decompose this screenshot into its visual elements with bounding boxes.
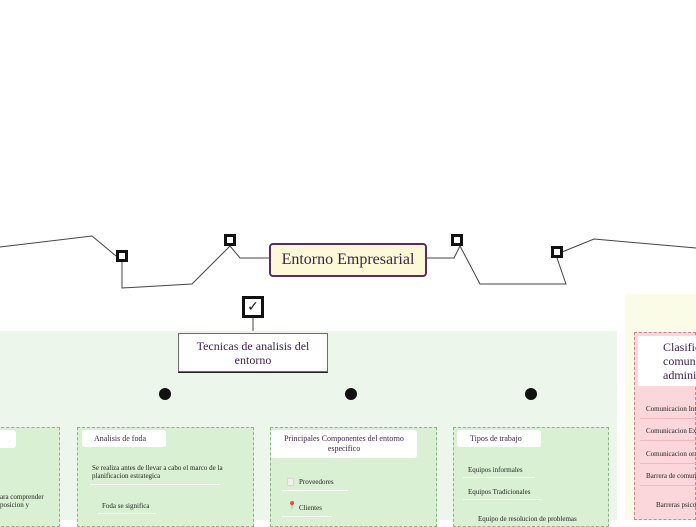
- proveedores-underline: [282, 490, 348, 491]
- clasificacion-title[interactable]: Clasificacion comunicacion administrativ…: [638, 336, 696, 386]
- right-divider-2: [640, 440, 696, 441]
- root-topic-node[interactable]: Entorno Empresarial: [269, 243, 427, 277]
- column-tipos-trabajo-title[interactable]: Tipos de trabajo: [457, 430, 541, 447]
- main-topic-title: Tecnicas de analisis del entorno: [196, 338, 310, 367]
- right-item-barrera[interactable]: Barrera de comunicacion: [646, 472, 696, 480]
- check-icon[interactable]: ✓: [242, 296, 264, 318]
- componentes-item-clientes[interactable]: Clientes: [299, 504, 322, 512]
- foda-item-2[interactable]: Foda se significa: [102, 502, 150, 510]
- map-pin-icon: 📍: [287, 501, 297, 510]
- branch-dot-tipos[interactable]: [525, 388, 537, 400]
- foda-item-1-underline: [90, 484, 220, 485]
- column-analisis-foda-title[interactable]: Analisis de foda: [82, 430, 166, 447]
- tipos-item-tradicionales[interactable]: Equipos Tradicionales: [468, 488, 531, 496]
- topic-marker-right-outer[interactable]: [551, 246, 563, 258]
- root-topic-title: Entorno Empresarial: [281, 251, 415, 268]
- document-icon: [287, 478, 294, 486]
- tradicionales-underline: [463, 499, 541, 500]
- column-componentes-title[interactable]: Principales Componentes del entorno espe…: [271, 430, 417, 458]
- right-divider-4: [640, 485, 696, 486]
- tipos-item-informales[interactable]: Equipos informales: [468, 466, 523, 474]
- right-item-interna[interactable]: Comunicacion Interna: [646, 405, 696, 413]
- branch-dot-componentes[interactable]: [345, 388, 357, 400]
- foda-item-1[interactable]: Se realiza antes de llevar a cabo el mar…: [92, 464, 223, 480]
- right-divider-3: [640, 463, 696, 464]
- clientes-underline: [282, 516, 332, 517]
- column-partial-left-text: ara comprender posicion y: [0, 493, 44, 509]
- componentes-item-proveedores[interactable]: Proveedores: [299, 478, 334, 486]
- right-item-barreras-psicologicas[interactable]: Barreras psicologicas: [656, 501, 696, 509]
- branch-dot-foda[interactable]: [159, 388, 171, 400]
- right-divider-1: [640, 418, 696, 419]
- topic-marker-left-outer[interactable]: [116, 250, 128, 262]
- informales-underline: [463, 477, 535, 478]
- topic-marker-right-inner[interactable]: [451, 234, 463, 246]
- right-item-externa[interactable]: Comunicacion Externa: [646, 427, 696, 435]
- column-partial-left-title: [0, 430, 16, 448]
- foda-item-2-underline: [98, 513, 156, 514]
- main-topic-node[interactable]: Tecnicas de analisis del entorno: [178, 333, 328, 372]
- tipos-item-resolucion[interactable]: Equipo de resolucion de problemas: [478, 515, 577, 523]
- topic-marker-left-inner[interactable]: [224, 234, 236, 246]
- right-item-oral[interactable]: Comunicacion oral: [646, 450, 696, 458]
